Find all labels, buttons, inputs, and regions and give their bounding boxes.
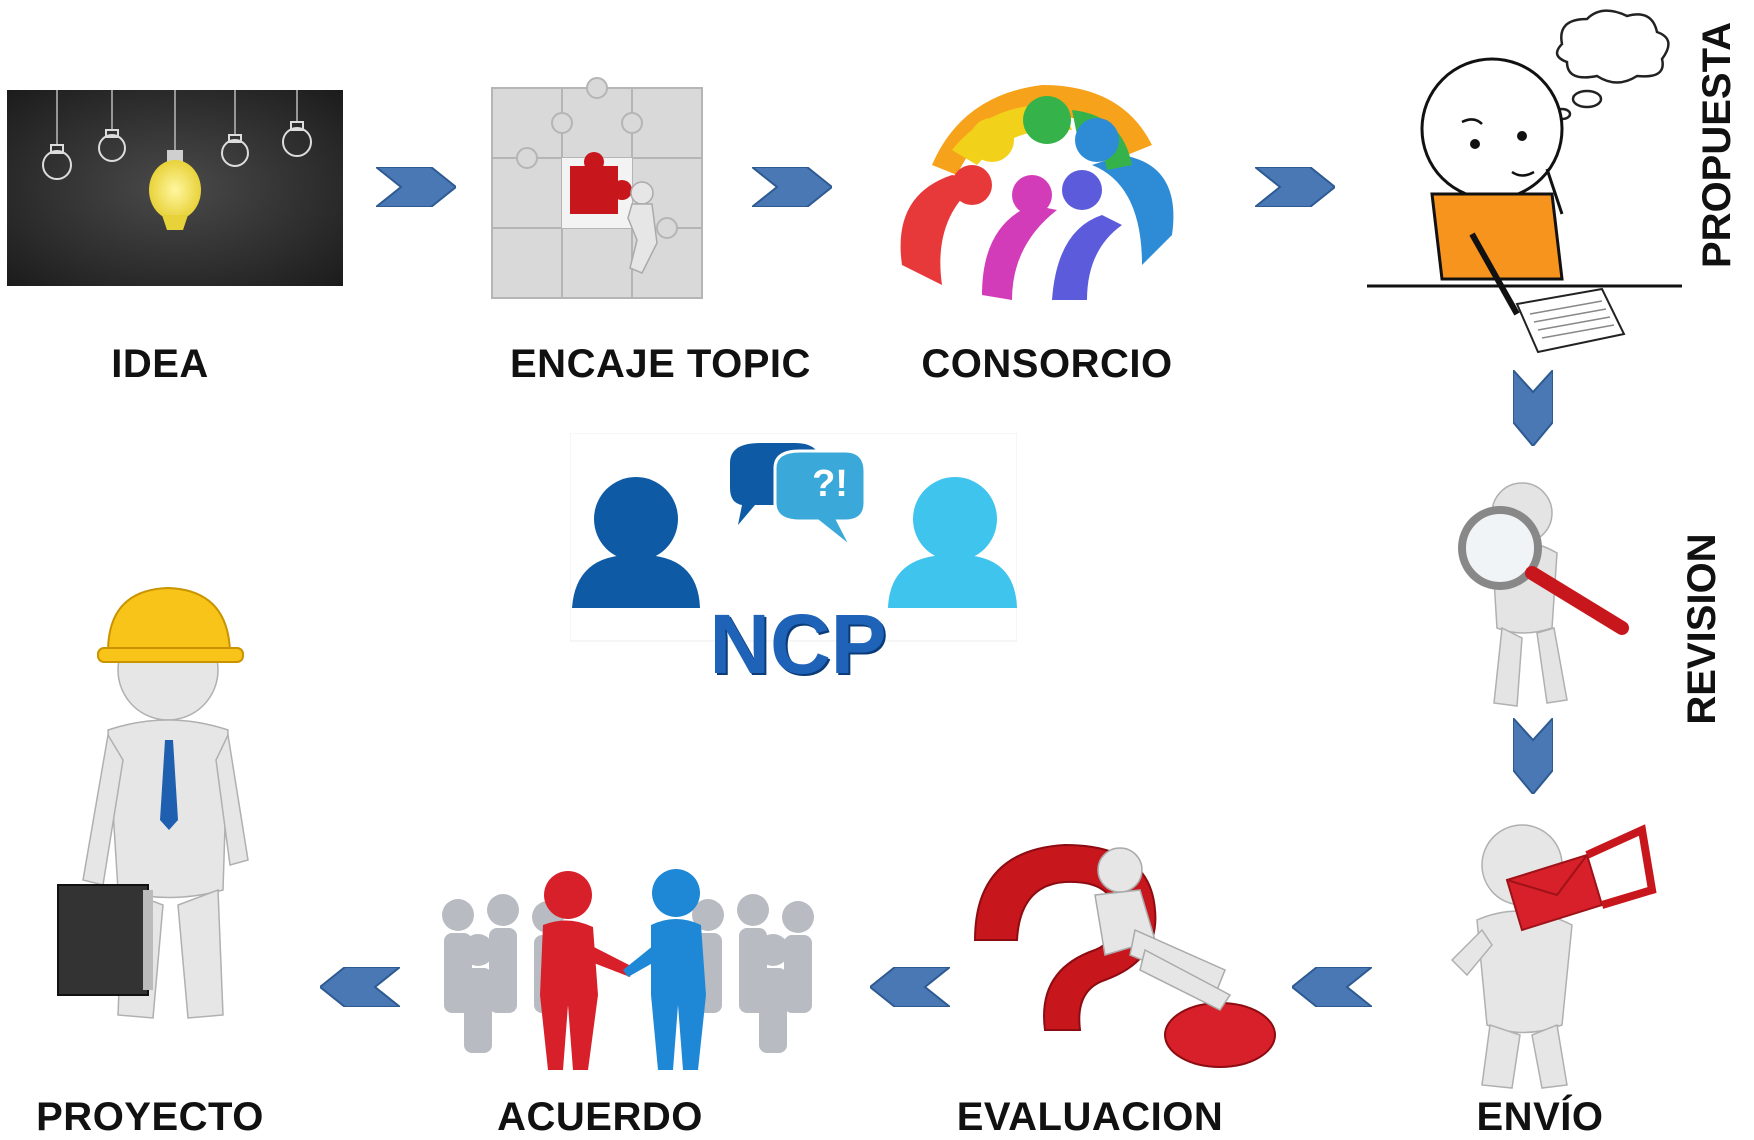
arrow-down-icon	[1513, 370, 1553, 446]
ncp-title: NCP	[709, 597, 887, 691]
ncp-graphic	[570, 433, 1017, 693]
stage-label-evaluacion: EVALUACION	[956, 1095, 1224, 1139]
stage-label-encaje-topic: ENCAJE TOPIC	[510, 342, 811, 386]
stage-label-envio: ENVÍO	[1476, 1095, 1604, 1139]
proyecto-image	[48, 560, 263, 1040]
arrow-down-icon	[1513, 718, 1553, 794]
envio-image	[1412, 810, 1674, 1090]
consorcio-image	[872, 55, 1202, 310]
arrow-left-icon	[870, 967, 950, 1007]
acuerdo-image	[418, 855, 848, 1095]
arrow-left-icon	[320, 967, 400, 1007]
stage-label-acuerdo: ACUERDO	[497, 1095, 703, 1139]
evaluacion-image	[955, 830, 1285, 1080]
propuesta-image	[1362, 4, 1692, 364]
stage-label-proyecto: PROYECTO	[36, 1095, 264, 1139]
stage-label-idea: IDEA	[111, 342, 209, 386]
revision-image	[1422, 478, 1652, 718]
idea-image	[7, 90, 343, 286]
arrow-left-icon	[1292, 967, 1372, 1007]
stage-label-consorcio: CONSORCIO	[921, 342, 1173, 386]
arrow-right-icon	[752, 167, 832, 207]
arrow-right-icon	[1255, 167, 1335, 207]
arrow-right-icon	[376, 167, 456, 207]
encaje-topic-image	[482, 68, 712, 308]
ncp-bubble-text: ?!	[812, 463, 848, 505]
stage-label-revision: REVISION	[1680, 533, 1724, 725]
stage-label-propuesta: PROPUESTA	[1695, 22, 1739, 268]
